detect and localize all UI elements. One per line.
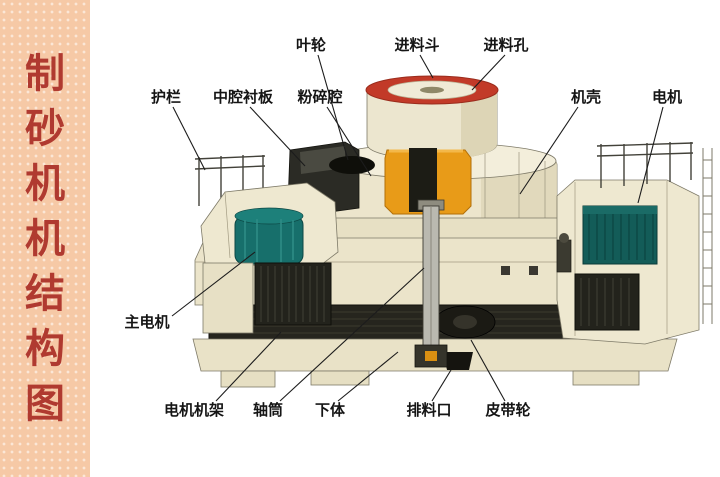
label-motor-frame: 电机机架 bbox=[163, 401, 225, 419]
leader-crushing-chamber bbox=[326, 106, 372, 177]
valve bbox=[556, 239, 572, 273]
leader-feed-hole bbox=[471, 54, 506, 91]
left-motor-assembly bbox=[194, 155, 339, 334]
leader-main-motor bbox=[171, 251, 256, 317]
leader-lower-body bbox=[337, 351, 399, 402]
main-motor bbox=[234, 207, 304, 265]
label-middle-chamber-liner: 中腔衬板 bbox=[212, 88, 274, 106]
leader-guardrail bbox=[172, 106, 206, 171]
leader-liner bbox=[249, 106, 306, 167]
label-motor: 电机 bbox=[651, 88, 683, 106]
label-feed-hole: 进料孔 bbox=[483, 36, 529, 54]
leader-pulley bbox=[470, 339, 506, 402]
right-guardrail bbox=[596, 142, 694, 188]
ladder bbox=[702, 148, 713, 324]
leader-discharge bbox=[431, 369, 452, 402]
leader-motor bbox=[637, 106, 664, 204]
discharge-port bbox=[443, 352, 473, 370]
title-char: 机 bbox=[25, 214, 65, 262]
label-impeller: 叶轮 bbox=[295, 36, 327, 54]
impeller bbox=[329, 156, 375, 174]
right-motor bbox=[582, 205, 658, 265]
motor-frame bbox=[202, 262, 332, 334]
leader-shell bbox=[519, 106, 579, 195]
label-machine-shell: 机壳 bbox=[570, 88, 602, 106]
leader-impeller bbox=[317, 54, 349, 161]
leader-feed-hopper bbox=[419, 54, 434, 79]
label-discharge-port: 排料口 bbox=[406, 401, 452, 419]
label-lower-body: 下体 bbox=[314, 401, 346, 419]
crushing-chamber bbox=[384, 148, 472, 215]
label-guardrail: 护栏 bbox=[150, 88, 182, 106]
sand-maker-illustration bbox=[171, 54, 713, 402]
vertical-title: 制 砂 机 机 结 构 图 bbox=[25, 49, 65, 427]
title-char: 结 bbox=[25, 269, 65, 317]
title-char: 构 bbox=[25, 324, 65, 372]
left-guardrail bbox=[194, 155, 266, 212]
title-char: 机 bbox=[25, 159, 65, 207]
label-feed-hopper: 进料斗 bbox=[394, 36, 440, 54]
main-shaft bbox=[414, 199, 448, 368]
feed-hopper bbox=[365, 75, 499, 160]
right-motor-assembly bbox=[556, 142, 713, 345]
sidebar: 制 砂 机 机 结 构 图 bbox=[0, 0, 90, 477]
label-shaft-cylinder: 轴筒 bbox=[252, 401, 284, 419]
title-char: 砂 bbox=[25, 104, 65, 152]
title-char: 图 bbox=[25, 379, 65, 427]
leader-lines bbox=[171, 54, 664, 402]
title-char: 制 bbox=[25, 49, 65, 97]
leader-motor-frame bbox=[215, 331, 282, 402]
label-crushing-chamber: 粉碎腔 bbox=[297, 88, 343, 106]
label-main-motor: 主电机 bbox=[124, 313, 170, 331]
leader-shaft bbox=[279, 267, 425, 402]
label-belt-pulley: 皮带轮 bbox=[485, 401, 531, 419]
